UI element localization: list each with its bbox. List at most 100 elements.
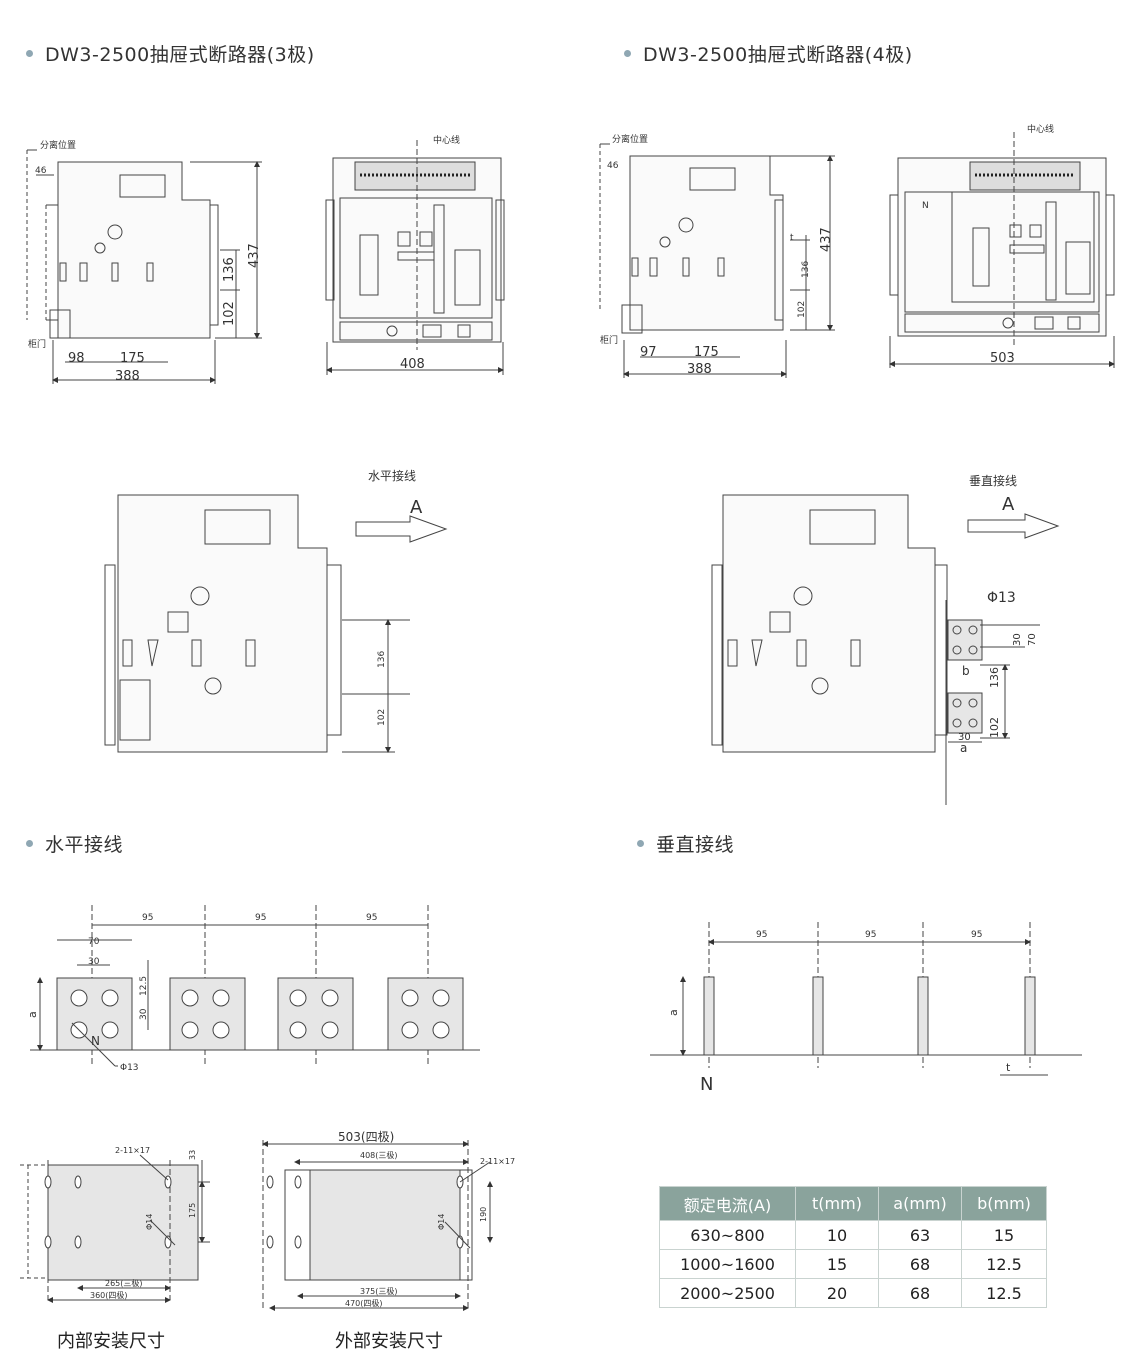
arrow-label-a-v: A (1002, 494, 1015, 515)
dim-102-side-h: 102 (377, 709, 387, 726)
dim-33-inner: 33 (188, 1150, 197, 1160)
label-n-h: N (91, 1034, 100, 1048)
label-n-v: N (700, 1074, 713, 1095)
dim-136-side-v: 136 (988, 667, 1001, 688)
diagram-horizontal-layout (30, 905, 480, 1067)
dim-phi14-outer: Φ14 (437, 1214, 446, 1230)
dim-12-5-h: 12.5 (139, 976, 149, 996)
diagram-4p-side (599, 143, 835, 378)
dim-360-inner: 360(四极) (90, 1290, 128, 1300)
bullet-icon (637, 840, 644, 847)
dim-30-h: 30 (88, 957, 100, 967)
dim-a-h: a (26, 1011, 39, 1018)
label-separate-pos-4p: 分离位置 (612, 133, 648, 145)
diagram-4p-front (889, 132, 1115, 368)
dim-437-3p: 437 (247, 243, 262, 268)
bullet-icon (26, 840, 33, 847)
label-center-line-4p: 中心线 (1027, 123, 1054, 135)
bullet-icon (624, 50, 631, 57)
dim-470-outer: 470(四极) (345, 1298, 383, 1308)
diagram-3p-front (325, 140, 505, 375)
diagram-vertical-layout (650, 922, 1082, 1076)
bullet-icon (26, 50, 33, 57)
cell: 12.5 (961, 1249, 1047, 1279)
cell: 1000~1600 (659, 1249, 796, 1279)
cell: 15 (795, 1249, 879, 1279)
dim-95a-h: 95 (142, 913, 153, 923)
dim-175-inner: 175 (188, 1203, 197, 1218)
table-row: 630~800 10 63 15 (659, 1220, 1047, 1250)
cell: 12.5 (961, 1278, 1047, 1308)
arrow-label-a-h: A (410, 497, 423, 518)
table-row: 2000~2500 20 68 12.5 (659, 1278, 1047, 1308)
dim-408-outer: 408(三极) (360, 1150, 398, 1160)
caption-outer-mounting: 外部安装尺寸 (335, 1331, 443, 1352)
dim-46-4p: 46 (607, 161, 619, 171)
cell: 2000~2500 (659, 1278, 796, 1308)
title-horizontal-wiring: 水平接线 (26, 830, 123, 857)
dim-95a-v: 95 (756, 930, 767, 940)
cell: 20 (795, 1278, 879, 1308)
dim-phi13-h: Φ13 (120, 1063, 139, 1073)
dim-46-3p: 46 (35, 166, 47, 176)
table-row: 1000~1600 15 68 12.5 (659, 1249, 1047, 1279)
dim-136-4p: 136 (801, 261, 811, 278)
dim-30-side-v: 30 (1012, 633, 1023, 646)
dim-388-3p: 388 (115, 369, 140, 384)
dim-265-inner: 265(三极) (105, 1278, 143, 1288)
label-center-line-3p: 中心线 (433, 134, 460, 146)
header-rated-current: 额定电流(A) (659, 1186, 796, 1221)
dim-503-4p: 503 (990, 351, 1015, 366)
dim-a-v: a (667, 1009, 680, 1016)
spec-table: 额定电流(A) t(mm) a(mm) b(mm) 630~800 10 63 … (659, 1186, 1047, 1308)
label-separate-pos-3p: 分离位置 (40, 139, 76, 151)
label-cabinet-door-3p: 柜门 (28, 338, 46, 350)
dim-175-4p: 175 (694, 345, 719, 360)
cell: 10 (795, 1220, 879, 1250)
dim-phi13-side-v: Φ13 (987, 590, 1016, 606)
caption-inner-mounting: 内部安装尺寸 (57, 1331, 165, 1352)
dim-136-3p: 136 (222, 257, 237, 282)
dim-175-3p: 175 (120, 351, 145, 366)
dim-375-outer: 375(三极) (360, 1286, 398, 1296)
dim-98-3p: 98 (68, 351, 85, 366)
title-3-pole: DW3-2500抽屉式断路器(3极) (26, 40, 315, 67)
dim-102-4p: 102 (797, 301, 807, 318)
cell: 15 (961, 1220, 1047, 1250)
dim-408-3p: 408 (400, 357, 425, 372)
dim-70-side-v: 70 (1027, 633, 1038, 646)
dim-t-4p: t (790, 233, 794, 243)
diagram-side-horizontal (104, 494, 448, 753)
label-holes-inner: 2-11×17 (115, 1146, 150, 1155)
dim-70-h: 70 (88, 937, 100, 947)
dim-190-outer: 190 (479, 1207, 488, 1222)
title-vertical-wiring: 垂直接线 (637, 830, 734, 857)
label-n-4p: N (922, 201, 929, 211)
dim-437-4p: 437 (819, 227, 834, 252)
label-horizontal-wiring-side: 水平接线 (368, 468, 416, 483)
dim-30b-side-v: 30 (958, 732, 971, 743)
dim-102-3p: 102 (222, 301, 237, 326)
diagram-outer-mounting (262, 1140, 493, 1311)
dim-30v-h: 30 (139, 1008, 149, 1020)
dim-97-4p: 97 (640, 345, 657, 360)
dim-phi14-inner: Φ14 (145, 1214, 154, 1230)
table-header-row: 额定电流(A) t(mm) a(mm) b(mm) (659, 1186, 1047, 1221)
label-vertical-wiring-side: 垂直接线 (969, 473, 1017, 488)
header-t: t(mm) (795, 1186, 879, 1221)
cell: 68 (878, 1278, 962, 1308)
dim-95b-v: 95 (865, 930, 876, 940)
label-holes-outer: 2-11×17 (480, 1157, 515, 1166)
dim-102-side-v: 102 (988, 717, 1001, 738)
diagram-3p-side (26, 149, 262, 384)
dim-b-side-v: b (962, 664, 970, 678)
title-4-pole: DW3-2500抽屉式断路器(4极) (624, 40, 913, 67)
dim-95c-h: 95 (366, 913, 377, 923)
header-b: b(mm) (961, 1186, 1047, 1221)
dim-136-side-h: 136 (377, 651, 387, 668)
header-a: a(mm) (878, 1186, 962, 1221)
diagram-side-vertical (711, 494, 1060, 805)
cell: 63 (878, 1220, 962, 1250)
cell: 68 (878, 1249, 962, 1279)
